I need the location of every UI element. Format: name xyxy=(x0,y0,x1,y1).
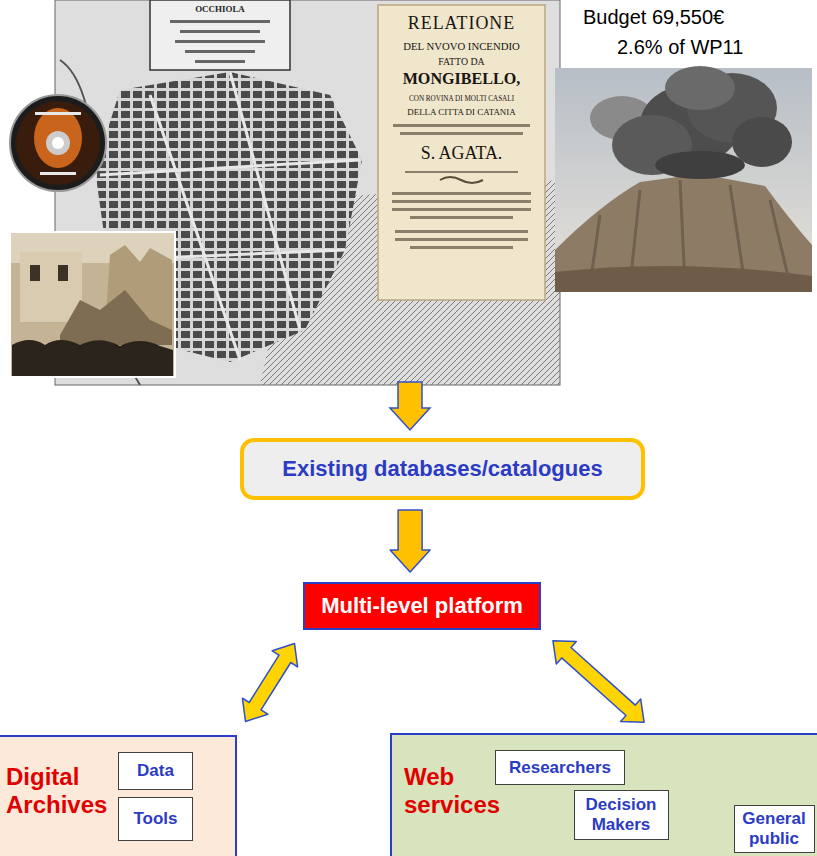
cartouche-lines xyxy=(170,20,270,23)
photo-ground xyxy=(555,266,812,292)
book-small-print xyxy=(395,238,528,241)
smoke xyxy=(665,66,735,110)
cartouche-lines xyxy=(185,50,255,53)
box-text: Tools xyxy=(133,809,177,829)
user-box: General public xyxy=(734,805,815,853)
people xyxy=(12,340,173,376)
book-small-print xyxy=(395,230,528,233)
book-title: RELATIONE xyxy=(378,14,545,34)
book-text: DELLA CITTA DI CATANIA xyxy=(378,108,545,118)
box-text: Decision Makers xyxy=(579,795,664,834)
flow-arrow xyxy=(390,382,430,430)
book-ornament xyxy=(440,177,483,183)
window xyxy=(58,265,68,281)
services-panel: Web servicesResearchersDecision Makers Ge… xyxy=(390,733,817,856)
disc xyxy=(10,95,106,191)
box-text: General public xyxy=(739,809,810,848)
box-text: Existing databases/catalogues xyxy=(282,456,602,482)
disc-hub xyxy=(46,131,70,155)
panel-heading: Web services xyxy=(404,763,504,818)
cartouche-lines xyxy=(180,30,260,33)
book-small-print xyxy=(392,192,531,195)
platform-box: Multi-level platform xyxy=(303,582,541,630)
box-text: Multi-level platform xyxy=(321,593,523,619)
illustration xyxy=(0,0,817,440)
old-book-page xyxy=(378,5,545,300)
book-small-print xyxy=(410,246,513,249)
map-paper xyxy=(55,0,560,385)
block-arrow xyxy=(390,510,430,572)
block-arrow xyxy=(553,641,644,723)
book-small-print xyxy=(410,216,513,219)
map-title: OCCHIOLA xyxy=(150,4,290,14)
volcano-photo xyxy=(555,66,812,292)
book-small-print xyxy=(392,208,531,211)
disc-print xyxy=(35,112,81,115)
disc-print xyxy=(16,101,100,185)
panel-heading: Digital Archives xyxy=(6,763,110,818)
user-box: Decision Makers xyxy=(574,790,669,840)
cartouche-lines xyxy=(175,40,265,43)
budget-note: Budget 69,550€ xyxy=(583,6,724,29)
earthquake-photo xyxy=(10,232,175,377)
database-box: Existing databases/catalogues xyxy=(240,438,645,500)
smoke xyxy=(655,151,745,179)
building xyxy=(20,252,82,322)
map-cartouche xyxy=(150,0,290,70)
volcano-cone xyxy=(555,174,812,292)
archive-panel: Digital Archives DataTools xyxy=(0,735,237,856)
book-small-print xyxy=(392,200,531,203)
book-text: FATTO DA xyxy=(378,57,545,68)
book-paper xyxy=(378,5,545,300)
book-small-print xyxy=(393,124,530,127)
item-box: Tools xyxy=(118,797,193,841)
box-text: Researchers xyxy=(509,758,611,778)
city-map xyxy=(55,0,560,385)
rubble xyxy=(60,290,172,345)
cartouche-lines xyxy=(195,60,245,63)
book-title: MONGIBELLO, xyxy=(378,70,545,88)
dvd-disc xyxy=(10,95,106,191)
book-text: DEL NVOVO INCENDIO xyxy=(378,41,545,53)
book-title: S. AGATA. xyxy=(378,144,545,164)
budget-share: 2.6% of WP11 xyxy=(617,36,743,59)
item-box: Data xyxy=(118,752,193,790)
user-box: Researchers xyxy=(495,750,625,785)
window xyxy=(30,265,40,281)
book-small-print xyxy=(400,132,523,135)
photo-ground xyxy=(10,232,175,377)
block-arrow xyxy=(242,644,297,722)
disc-print xyxy=(40,172,76,175)
disc-hole xyxy=(52,137,64,149)
box-text: Data xyxy=(137,761,174,781)
disc-print xyxy=(34,108,82,168)
book-text: CON ROVINA DI MOLTI CASALI xyxy=(378,96,545,104)
book-small-print xyxy=(405,171,518,173)
